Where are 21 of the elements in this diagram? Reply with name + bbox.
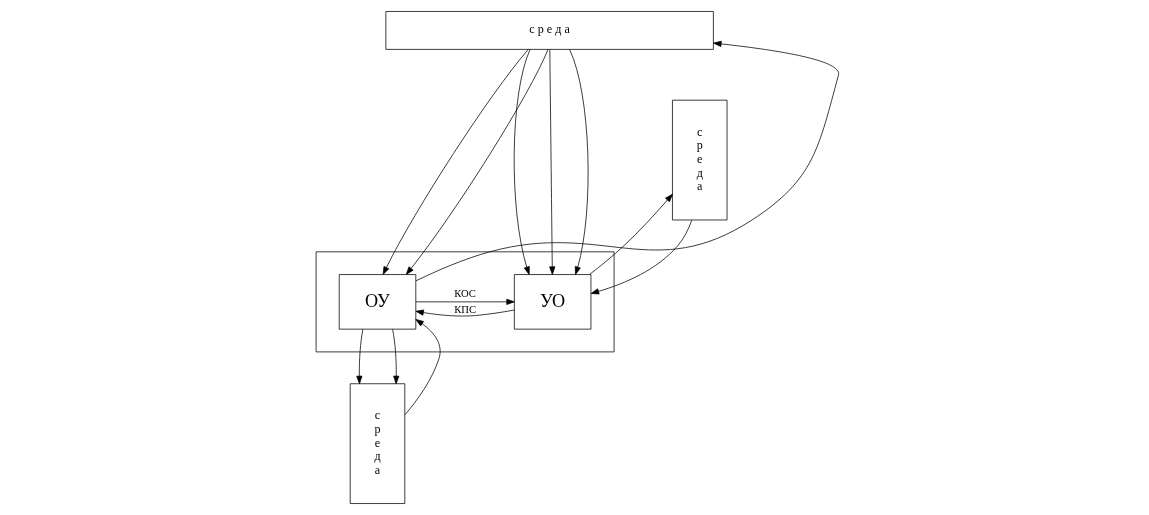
arrow <box>589 193 673 275</box>
node-box: с р е д а <box>672 99 728 221</box>
arrow <box>549 49 556 275</box>
arrow <box>415 309 515 317</box>
arrow <box>356 328 364 385</box>
arrow <box>415 298 515 305</box>
node-box: с р е д а <box>385 11 714 50</box>
arrow <box>382 49 529 275</box>
arrow <box>415 40 839 282</box>
arrow <box>569 49 589 275</box>
edge-label: КПС <box>454 303 476 315</box>
edge-label: КОС <box>454 287 476 299</box>
cluster <box>315 251 615 353</box>
arrow <box>392 328 400 385</box>
arrow <box>404 319 441 416</box>
arrow <box>405 49 549 275</box>
node-box: УО <box>514 274 592 330</box>
node-box: с р е д а <box>349 383 406 504</box>
arrow <box>513 49 531 275</box>
node-box: ОУ <box>338 274 417 330</box>
arrow <box>590 219 693 295</box>
